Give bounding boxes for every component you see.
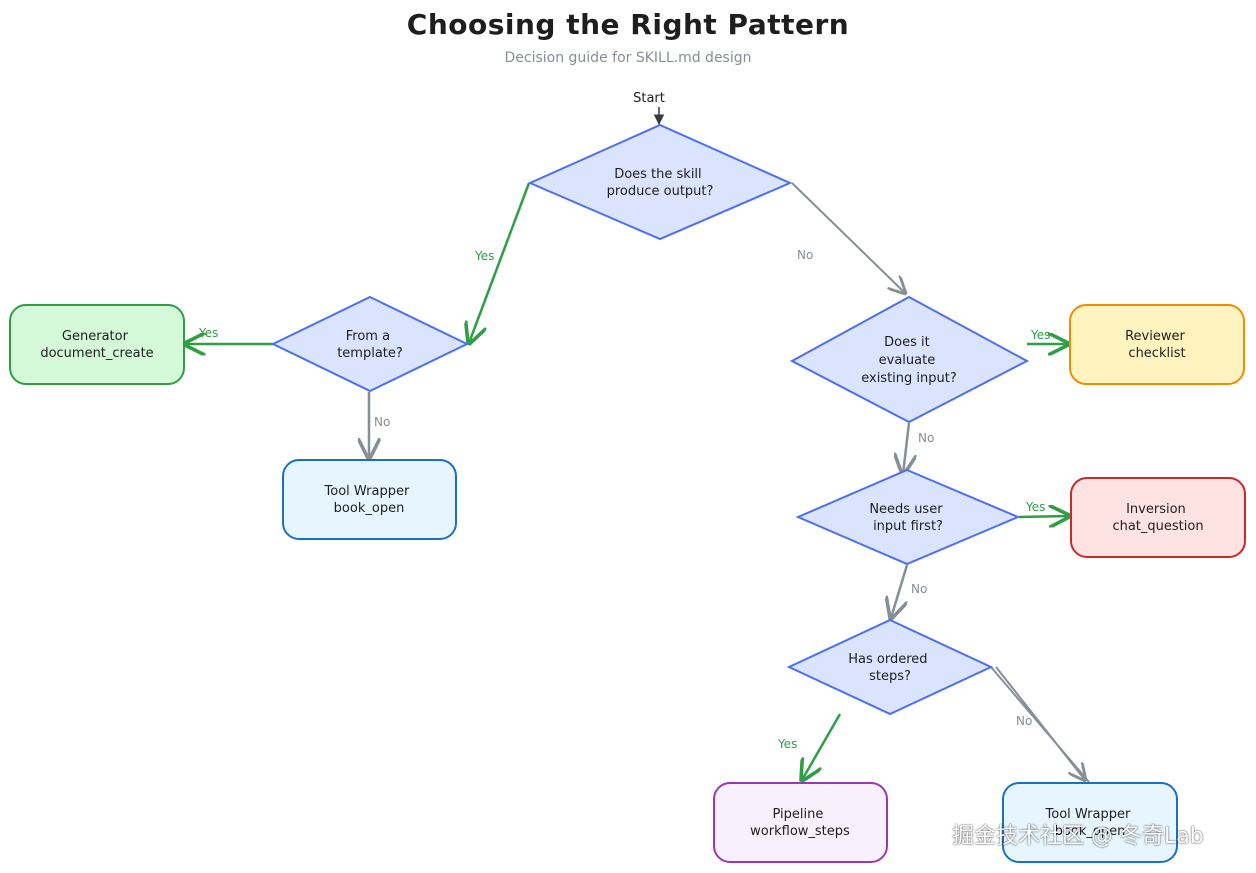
decision-ordered-steps-line-2: steps? — [869, 669, 911, 684]
label-no-template: No — [374, 415, 390, 429]
pattern-generator-icon-name: document_create — [40, 346, 153, 361]
label-yes-steps: Yes — [777, 737, 797, 751]
svg-text:Tool Wrapper book_open: Tool Wrapper book_open — [1045, 807, 1135, 839]
svg-text:Needs user input first?: Needs user input first? — [869, 502, 946, 534]
pattern-reviewer: Reviewer checklist — [1069, 304, 1245, 385]
edge-userinput-no — [891, 564, 909, 618]
svg-text:Has ordered steps?: Has ordered steps? — [848, 652, 931, 684]
decision-from-template-line-2: template? — [337, 346, 403, 361]
pattern-generator: Generator document_create — [9, 304, 185, 385]
svg-text:Tool Wrapper book_open: Tool Wrapper book_open — [324, 484, 414, 516]
svg-text:Does the skill produce o: Does the skill produce output? — [607, 167, 714, 199]
pattern-tool-wrapper-left-name: Tool Wrapper — [324, 484, 410, 499]
decision-needs-user-input: Needs user input first? — [795, 468, 1021, 566]
pattern-reviewer-icon-name: checklist — [1128, 346, 1185, 361]
decision-produce-output-line-2: produce output? — [607, 184, 714, 199]
svg-text:Does it evaluate e: Does it evaluate existing input? — [861, 335, 957, 386]
decision-ordered-steps: Has ordered steps? — [786, 618, 994, 716]
label-no-evaluate: No — [918, 431, 934, 445]
pattern-tool-wrapper-left: Tool Wrapper book_open — [282, 459, 457, 540]
diagram-title: Choosing the Right Pattern — [406, 8, 850, 41]
pattern-inversion-icon-name: chat_question — [1112, 519, 1203, 534]
label-yes-output: Yes — [474, 249, 494, 263]
pattern-pipeline-icon-name: workflow_steps — [750, 824, 850, 839]
label-no-userinput: No — [911, 582, 927, 596]
label-yes-userinput: Yes — [1025, 500, 1045, 514]
svg-text:Reviewer checklist: Reviewer checklist — [1125, 329, 1189, 361]
label-no-steps: No — [1016, 714, 1032, 728]
edge-evaluate-no — [903, 422, 909, 474]
svg-text:Generator document_creat: Generator document_create — [40, 329, 153, 361]
pattern-inversion: Inversion chat_question — [1070, 477, 1246, 558]
pattern-tool-wrapper-left-icon-name: book_open — [334, 501, 405, 516]
diagram-subtitle: Decision guide for SKILL.md design — [504, 50, 752, 66]
decision-produce-output-line-1: Does the skill — [614, 167, 701, 182]
label-no-output: No — [797, 248, 813, 262]
decision-evaluate-input: Does it evaluate existing input? — [789, 295, 1030, 424]
edge-userinput-yes — [1018, 516, 1069, 517]
decision-ordered-steps-line-1: Has ordered — [848, 652, 927, 667]
label-yes-evaluate: Yes — [1030, 328, 1050, 342]
start-label: Start — [633, 91, 665, 106]
edge-output-yes — [469, 182, 531, 343]
decision-from-template: From a template? — [270, 295, 470, 393]
pattern-inversion-name: Inversion — [1126, 502, 1186, 517]
pattern-tool-wrapper-right: Tool Wrapper book_open — [1002, 782, 1178, 863]
decision-evaluate-input-line-3: existing input? — [861, 371, 957, 386]
svg-text:From a template?: From a template? — [337, 329, 403, 361]
pattern-pipeline: Pipeline workflow_steps — [713, 782, 888, 863]
edge-output-no — [791, 182, 905, 293]
decision-needs-user-input-line-2: input first? — [873, 519, 943, 534]
pattern-pipeline-name: Pipeline — [772, 807, 823, 822]
watermark: 掘金技术社区 @ 冬奇Lab — [952, 824, 1204, 849]
pattern-tool-wrapper-right-icon-name: book_open — [1055, 824, 1126, 839]
decision-needs-user-input-line-1: Needs user — [869, 502, 943, 517]
decision-from-template-line-1: From a — [346, 329, 390, 344]
svg-text:Pipeline workflow_steps: Pipeline workflow_steps — [750, 807, 850, 839]
decision-evaluate-input-line-2: evaluate — [879, 353, 936, 368]
edge-steps-yes — [802, 713, 842, 780]
decision-evaluate-input-line-1: Does it — [884, 335, 930, 350]
svg-text:Inversion chat_question: Inversion chat_question — [1112, 502, 1203, 534]
pattern-generator-name: Generator — [62, 329, 129, 344]
label-yes-template: Yes — [198, 326, 218, 340]
decision-produce-output: Does the skill produce output? — [527, 123, 793, 241]
pattern-tool-wrapper-right-name: Tool Wrapper — [1045, 807, 1131, 822]
edge-steps-no — [990, 666, 1089, 782]
pattern-reviewer-name: Reviewer — [1125, 329, 1185, 344]
